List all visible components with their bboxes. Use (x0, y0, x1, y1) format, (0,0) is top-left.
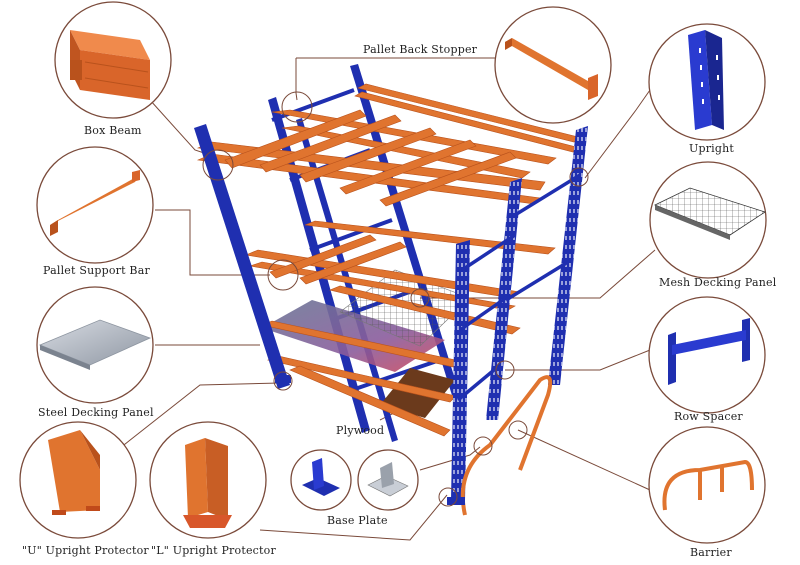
barrier-on-rack (460, 375, 553, 516)
row-spacer-detail (648, 296, 766, 414)
pallet-support-bar-icon (50, 170, 140, 236)
barrier-icon (662, 459, 754, 511)
top-beams (196, 83, 583, 207)
base-plate-steel-icon (367, 462, 409, 497)
box-beam-label: Box Beam (84, 124, 142, 137)
pallet-support-bar-label: Pallet Support Bar (43, 264, 150, 277)
base-plate-detail (290, 449, 419, 511)
rack-callouts (202, 91, 589, 507)
mesh-decking-panel-icon (654, 187, 766, 240)
row-spacer-icon (668, 318, 750, 385)
lower-beams (260, 285, 521, 437)
u-upright-protector-icon (48, 430, 100, 515)
row-spacer-label: Row Spacer (674, 410, 743, 423)
l-upright-protector-label: "L" Upright Protector (151, 544, 276, 557)
box-beam-detail (54, 1, 172, 119)
leader-lines (119, 57, 656, 541)
l-upright-protector-detail (149, 421, 267, 539)
u-upright-protector-detail (19, 421, 137, 539)
upright-detail (648, 23, 766, 141)
base-plate-blue-icon (302, 458, 340, 496)
steel-decking-panel-label: Steel Decking Panel (38, 406, 154, 419)
barrier-detail (648, 426, 766, 544)
pallet-support-bar-detail (36, 146, 154, 264)
upright-label: Upright (689, 142, 735, 155)
pallet-back-stopper-label: Pallet Back Stopper (363, 43, 478, 56)
pallet-back-stopper-detail (494, 6, 612, 124)
steel-decking-panel-icon (38, 319, 152, 370)
mesh-decking-panel-label: Mesh Decking Panel (659, 276, 777, 289)
u-upright-protector-label: "U" Upright Protector (22, 544, 149, 557)
base-plate-label: Base Plate (327, 514, 388, 527)
l-upright-protector-icon (183, 438, 232, 528)
mesh-decking-panel-detail (649, 161, 767, 279)
front-uprights (194, 124, 588, 500)
steel-decking-panel-detail (36, 286, 154, 404)
plywood-label: Plywood (336, 424, 385, 437)
pallet-rack (194, 64, 589, 516)
pallet-back-stopper-icon (505, 38, 598, 100)
barrier-label: Barrier (690, 546, 732, 559)
middle-beams (244, 220, 556, 311)
box-beam-icon (70, 30, 150, 100)
front-bracing (456, 173, 581, 402)
upright-icon (688, 30, 724, 130)
